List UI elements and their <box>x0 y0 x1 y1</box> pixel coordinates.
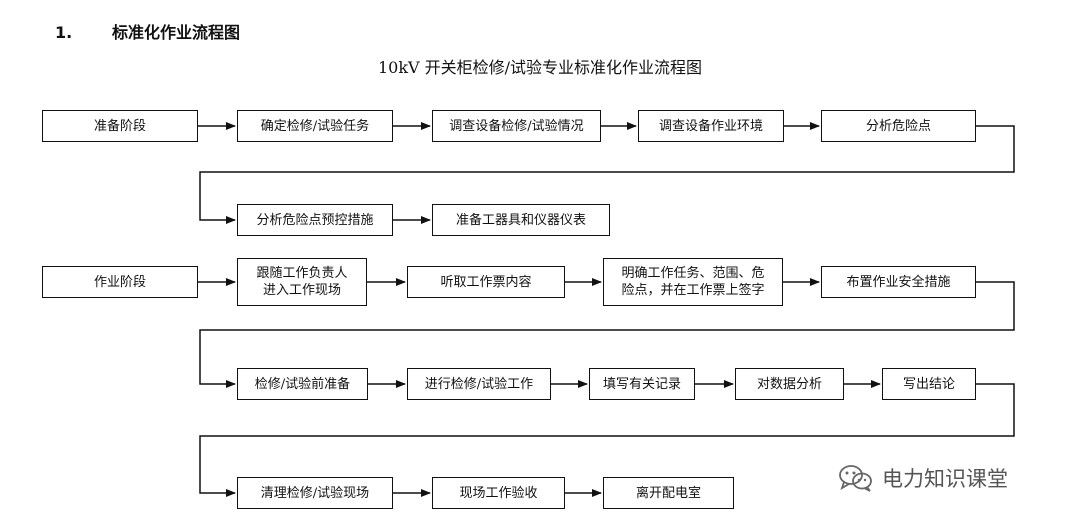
flow-box-site-acceptance: 现场工作验收 <box>432 477 565 509</box>
flow-box-survey-environment: 调查设备作业环境 <box>638 110 784 142</box>
watermark-text: 电力知识课堂 <box>882 467 1008 491</box>
section-heading: 1. 标准化作业流程图 <box>55 20 240 46</box>
flow-box-clean-site: 清理检修/试验现场 <box>237 477 393 509</box>
flow-box-clarify-task: 明确工作任务、范围、危 险点，并在工作票上签字 <box>603 258 783 306</box>
connector-row4-to-row5 <box>199 383 1015 497</box>
flow-box-work-stage: 作业阶段 <box>42 266 198 298</box>
flow-box-survey-equipment: 调查设备检修/试验情况 <box>432 110 601 142</box>
flow-box-analyze-risks: 分析危险点 <box>821 110 976 142</box>
flow-box-pre-work-prep: 检修/试验前准备 <box>237 368 368 400</box>
connector-row3-to-row4 <box>199 281 1015 388</box>
flow-box-risk-measures: 分析危险点预控措施 <box>237 204 393 236</box>
flow-box-follow-leader: 跟随工作负责人 进入工作现场 <box>237 258 367 306</box>
flow-box-safety-measures: 布置作业安全措施 <box>821 266 976 298</box>
wechat-icon <box>839 465 872 492</box>
flow-box-leave-room: 离开配电室 <box>603 477 734 509</box>
flow-box-prep-stage: 准备阶段 <box>42 110 198 142</box>
section-heading-text: 标准化作业流程图 <box>112 23 241 42</box>
connector-row1-to-row2 <box>199 125 1015 224</box>
flow-box-do-work: 进行检修/试验工作 <box>407 368 551 400</box>
section-number: 1. <box>55 23 73 42</box>
flow-box-confirm-task: 确定检修/试验任务 <box>237 110 393 142</box>
flow-box-write-conclusion: 写出结论 <box>882 368 976 400</box>
flow-box-analyze-data: 对数据分析 <box>735 368 844 400</box>
flow-box-listen-ticket: 听取工作票内容 <box>407 266 565 298</box>
flow-box-fill-records: 填写有关记录 <box>589 368 695 400</box>
watermark: 电力知识课堂 <box>838 458 1058 498</box>
flow-box-prepare-tools: 准备工器具和仪器仪表 <box>432 204 610 236</box>
diagram-title: 10kV 开关柜检修/试验专业标准化作业流程图 <box>377 58 703 77</box>
